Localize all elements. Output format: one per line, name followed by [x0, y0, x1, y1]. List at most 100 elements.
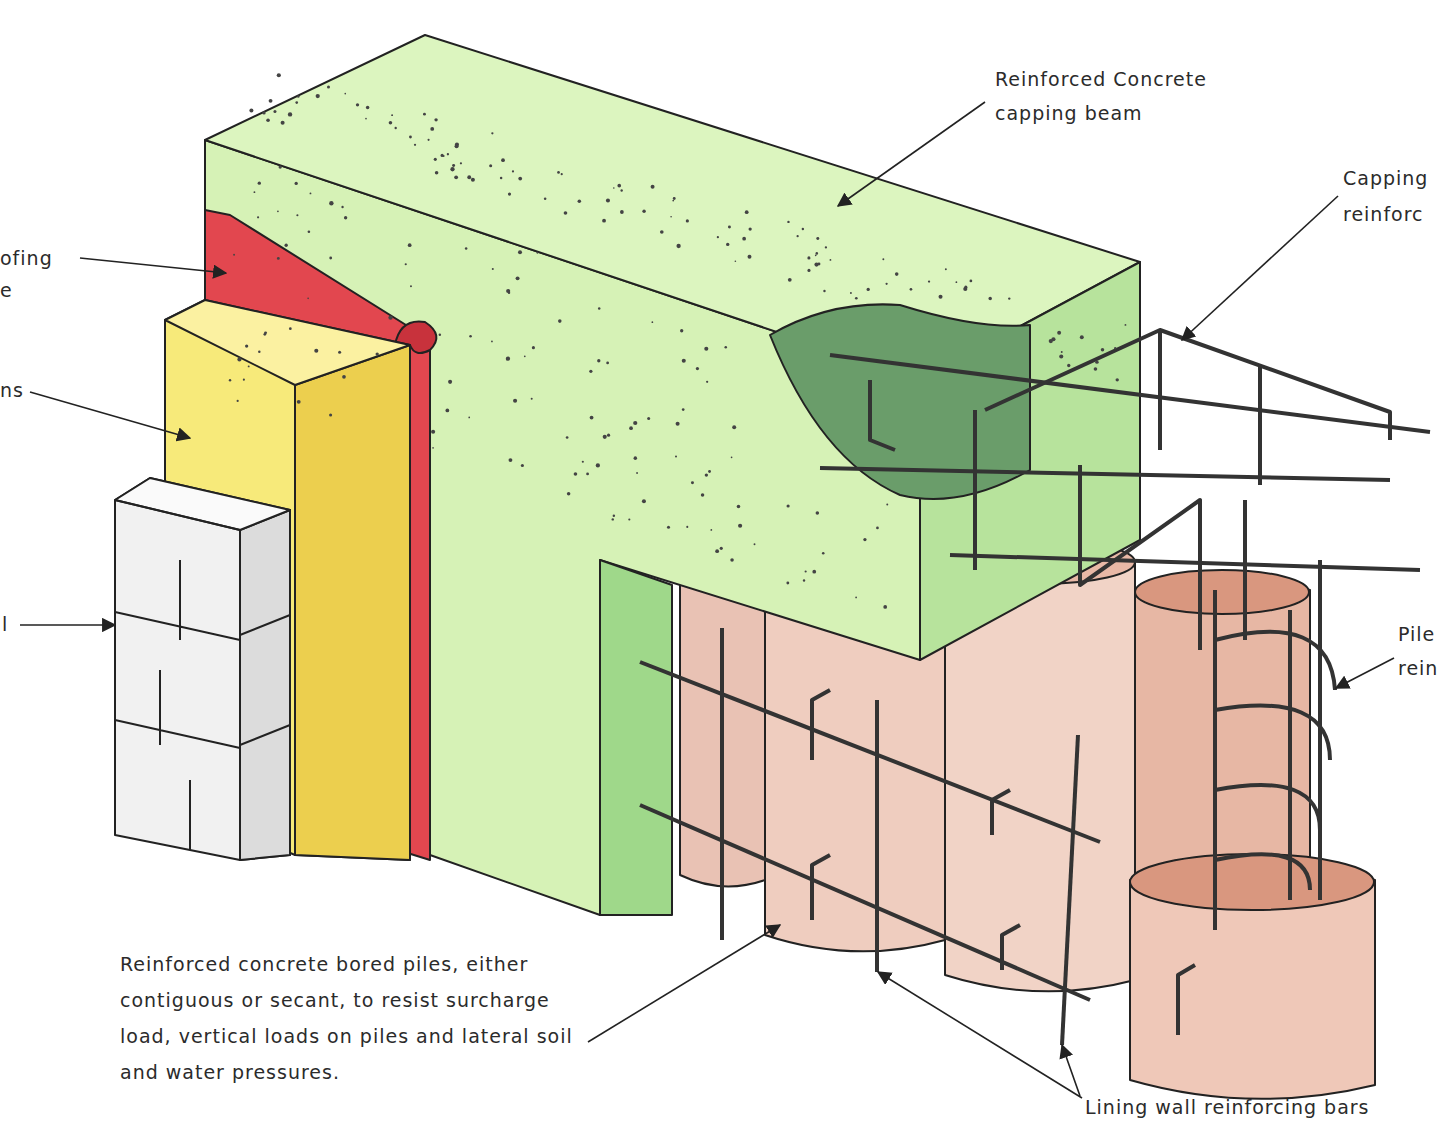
aggregate-speck	[704, 347, 708, 351]
aggregate-speck	[1094, 367, 1098, 371]
aggregate-speck	[802, 228, 804, 230]
aggregate-speck	[787, 504, 790, 507]
aggregate-speck	[606, 362, 609, 365]
aggregate-speck	[807, 269, 810, 272]
aggregate-speck	[1067, 364, 1070, 367]
aggregate-speck	[338, 351, 341, 354]
aggregate-speck	[607, 434, 610, 437]
aggregate-specks	[229, 73, 1127, 609]
aggregate-speck	[964, 286, 967, 289]
aggregate-speck	[310, 192, 312, 194]
aggregate-speck	[602, 219, 606, 223]
aggregate-speck	[651, 321, 653, 323]
aggregate-speck	[423, 113, 426, 116]
aggregate-speck	[329, 201, 333, 205]
aggregate-speck	[642, 210, 645, 213]
aggregate-speck	[578, 199, 582, 203]
aggregate-speck	[825, 246, 827, 248]
aggregate-speck	[279, 165, 282, 168]
aggregate-speck	[341, 206, 343, 208]
aggregate-speck	[408, 243, 412, 247]
aggregate-speck	[277, 257, 280, 260]
aggregate-speck	[617, 184, 621, 188]
aggregate-speck	[754, 543, 756, 545]
aggregate-speck	[731, 456, 733, 458]
aggregate-speck	[513, 399, 517, 403]
aggregate-speck	[732, 425, 736, 429]
aggregate-speck	[612, 518, 614, 520]
aggregate-speck	[432, 447, 434, 449]
aggregate-speck	[465, 247, 468, 250]
aggregate-speck	[590, 416, 594, 420]
aggregate-speck	[492, 268, 494, 270]
aggregate-speck	[506, 356, 510, 360]
aggregate-speck	[342, 375, 346, 379]
aggregate-speck	[855, 297, 858, 300]
aggregate-speck	[405, 263, 407, 265]
aggregate-speck	[295, 182, 298, 185]
aggregate-speck	[314, 349, 318, 353]
aggregate-speck	[807, 256, 810, 259]
aggregate-speck	[628, 518, 630, 520]
aggregate-speck	[675, 456, 677, 458]
aggregate-speck	[537, 252, 539, 254]
aggregate-speck	[1008, 297, 1010, 299]
aggregate-speck	[439, 334, 441, 336]
aggregate-speck	[724, 346, 727, 349]
aggregate-speck	[501, 158, 505, 162]
aggregate-speck	[730, 558, 734, 562]
aggregate-speck	[883, 605, 887, 609]
capping-beam	[205, 35, 1140, 915]
aggregate-speck	[803, 579, 805, 581]
aggregate-speck	[686, 219, 689, 222]
aggregate-speck	[682, 408, 685, 411]
aggregate-speck	[710, 529, 712, 531]
aggregate-speck	[388, 315, 392, 319]
aggregate-speck	[805, 570, 807, 572]
aggregate-speck	[450, 167, 454, 171]
aggregate-speck	[448, 380, 452, 384]
aggregate-speck	[676, 422, 680, 426]
aggregate-speck	[366, 106, 369, 109]
aggregate-speck	[518, 250, 522, 254]
aggregate-speck	[816, 237, 819, 240]
aggregate-speck	[742, 237, 746, 241]
aggregate-speck	[257, 216, 259, 218]
aggregate-speck	[672, 200, 674, 202]
aggregate-speck	[596, 463, 600, 467]
aggregate-speck	[1057, 331, 1061, 335]
aggregate-speck	[445, 409, 449, 413]
aggregate-speck	[1095, 360, 1098, 363]
aggregate-speck	[435, 171, 439, 175]
aggregate-speck	[262, 111, 265, 114]
aggregate-speck	[574, 472, 578, 476]
aggregate-speck	[737, 505, 741, 509]
aggregate-speck	[738, 524, 742, 528]
aggregate-speck	[1059, 354, 1063, 358]
aggregate-speck	[269, 99, 273, 103]
aggregate-speck	[642, 499, 646, 503]
aggregate-speck	[254, 191, 256, 193]
aggregate-speck	[955, 281, 957, 283]
aggregate-speck	[567, 492, 571, 496]
aggregate-speck	[491, 341, 493, 343]
aggregate-speck	[606, 198, 610, 202]
aggregate-speck	[667, 526, 670, 529]
aggregate-speck	[1101, 348, 1105, 352]
aggregate-speck	[1049, 339, 1053, 343]
aggregate-speck	[434, 118, 437, 121]
callout-label: Capping	[1343, 160, 1428, 196]
aggregate-speck	[409, 136, 412, 139]
callout-label: Pile	[1398, 616, 1435, 652]
aggregate-speck	[532, 346, 535, 349]
aggregate-speck	[717, 236, 719, 238]
aggregate-speck	[376, 352, 379, 355]
callout-label: ofing	[0, 240, 53, 276]
aggregate-speck	[229, 379, 231, 381]
aggregate-speck	[882, 258, 884, 260]
aggregate-speck	[830, 259, 832, 261]
aggregate-speck	[885, 283, 887, 285]
aggregate-speck	[708, 470, 711, 473]
aggregate-speck	[288, 112, 292, 116]
aggregate-speck	[489, 164, 492, 167]
